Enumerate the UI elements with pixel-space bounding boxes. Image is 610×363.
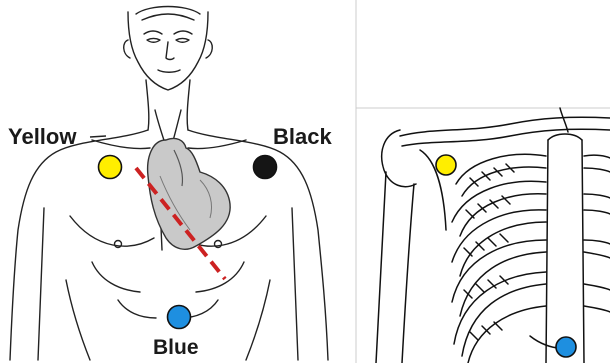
skeleton-electrode-blue (556, 337, 576, 357)
label-black: Black (273, 124, 332, 150)
yellow-leader-line (90, 136, 106, 137)
skeleton-ribcage-icon (376, 108, 610, 363)
electrode-yellow (99, 156, 122, 179)
skeleton-electrode-yellow (436, 155, 456, 175)
electrode-blue (168, 306, 191, 329)
label-blue: Blue (153, 336, 199, 360)
label-yellow: Yellow (8, 124, 76, 150)
electrode-black (254, 156, 277, 179)
